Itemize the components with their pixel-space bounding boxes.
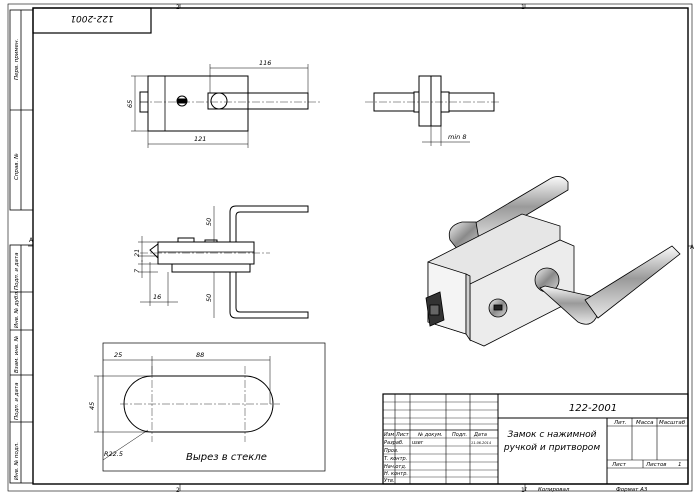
side-label-inv-podl: Инв. № подл. — [14, 442, 20, 480]
tb-list: Лист — [395, 432, 410, 438]
footer-kopiroval: Копировал — [538, 487, 570, 493]
dim-65: 65 — [126, 100, 134, 108]
tb-podp: Подп. — [452, 432, 467, 438]
tb-utv: Утв. — [384, 478, 395, 484]
tb-nach-otd: Нач.отд. — [384, 464, 406, 470]
tb-lit: Лит. — [613, 420, 627, 426]
isometric-view — [425, 176, 681, 347]
side-label-vzam-inv: Взам. инв. № — [14, 335, 20, 373]
dim-88: 88 — [196, 351, 204, 359]
side-view — [365, 75, 500, 127]
tb-data: Дата — [473, 432, 487, 438]
title-line-1: Замок с нажимной — [507, 430, 596, 440]
designation: 122-2001 — [569, 403, 617, 414]
tb-izm: Изм — [384, 432, 394, 438]
dim-50-top: 50 — [205, 218, 213, 226]
tb-user: user — [412, 440, 424, 446]
tb-t-kontr: Т. контр. — [384, 456, 407, 462]
side-label-sprav-no: Справ. № — [14, 153, 20, 180]
left-side-stamps — [9, 9, 34, 484]
side-label-podp-data-2: Подп. и дата — [14, 382, 20, 420]
front-view-dims — [131, 64, 309, 148]
zone-mark-top-1: 1 — [521, 4, 525, 11]
dim-7: 7 — [133, 268, 141, 273]
side-label-inv-dubl: Инв. № дубл. — [14, 290, 20, 328]
zone-mark-bottom-1: 1 — [521, 487, 525, 494]
dim-45: 45 — [88, 402, 96, 410]
dim-r22-5: R22.5 — [104, 450, 123, 458]
tb-n-kontr: Н. контр. — [384, 471, 408, 477]
dim-21: 21 — [133, 249, 141, 257]
side-label-perv-primen: Перв. примен. — [14, 38, 20, 80]
rotated-designation: 122-2001 — [70, 13, 113, 23]
tb-listov-value: 1 — [678, 462, 682, 468]
title-line-2: ручкой и притвором — [503, 443, 600, 453]
zone-mark-right-A: A — [690, 244, 695, 251]
tb-list-label: Лист — [611, 462, 627, 468]
top-view-dims — [138, 206, 215, 318]
tb-prov: Пров. — [384, 448, 399, 454]
tb-razrab: Разраб. — [384, 440, 404, 446]
dim-min8: min 8 — [448, 133, 466, 141]
zone-mark-bottom-2: 2 — [176, 487, 180, 494]
dim-16: 16 — [153, 293, 161, 301]
title-block — [382, 393, 689, 485]
dim-121: 121 — [194, 135, 206, 143]
side-view-dims — [422, 126, 470, 146]
glass-cutout — [102, 342, 326, 472]
tb-listov-label: Листов — [645, 462, 667, 468]
dim-116: 116 — [259, 59, 271, 67]
tb-no-dokum: № докум. — [417, 432, 443, 438]
front-view — [139, 75, 320, 132]
outer-frame — [7, 3, 693, 492]
top-view — [140, 205, 309, 319]
cutout-caption: Вырез в стекле — [186, 452, 267, 463]
tb-masshtab: Масштаб — [659, 420, 686, 426]
zone-mark-top-2: 2 — [176, 4, 180, 11]
zone-mark-left-A: A — [29, 237, 34, 244]
tb-massa: Масса — [636, 420, 654, 426]
side-label-podp-data-1: Подп. и дата — [14, 252, 20, 290]
dim-25: 25 — [114, 351, 122, 359]
cutout-dims — [94, 356, 271, 461]
dim-50-bottom: 50 — [205, 294, 213, 302]
footer-format: Формат A3 — [616, 487, 648, 493]
tb-date-value: 11.06.2014 — [471, 441, 491, 445]
footer-sheet-no: 1 — [524, 487, 528, 493]
